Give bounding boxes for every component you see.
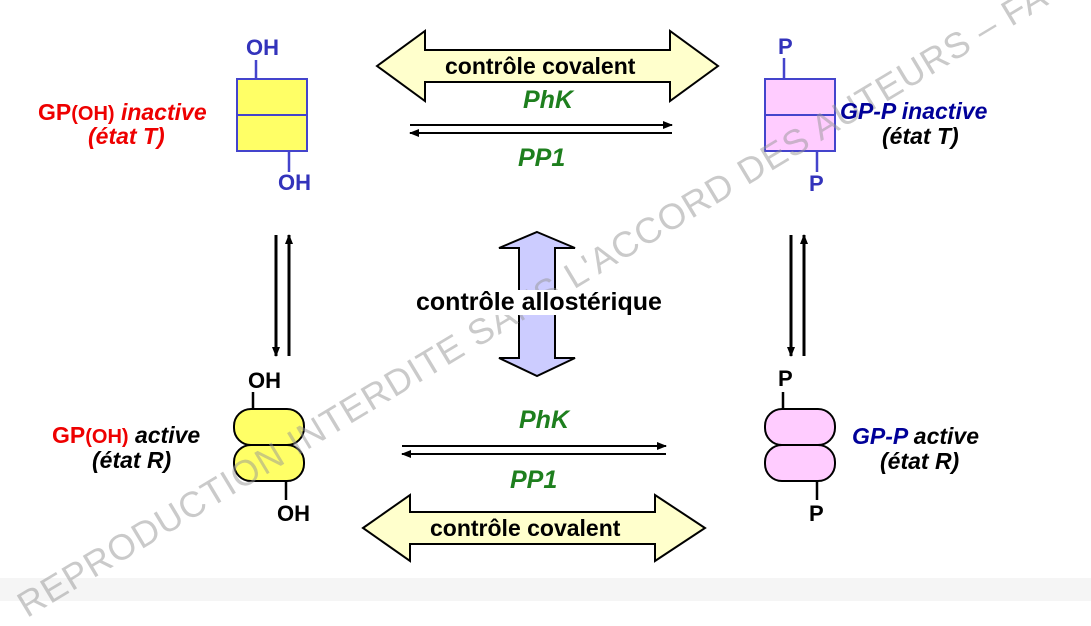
gp-oh-active-group: (OH) (85, 426, 129, 448)
pp1-label-top: PP1 (518, 144, 566, 172)
covalent-arrow-top (375, 29, 720, 103)
phk-label-bottom: PhK (519, 406, 569, 434)
gp-p-active-label: GP-P active (852, 425, 979, 448)
gp-oh-inactive-etat: (état T) (88, 123, 165, 149)
gp-p-inactive-etat: (état T) (882, 123, 959, 149)
gp-p-inactive-name: GP-P (840, 98, 896, 124)
gp-p-active-name: GP-P (852, 423, 908, 449)
gp-oh-inactive-label: GP(OH) inactive (38, 99, 207, 125)
p-group-top-inactive: P (778, 34, 793, 59)
gp-oh-inactive-state: inactive (120, 99, 207, 125)
footer-band (0, 578, 1091, 601)
gp-oh-active-state: active (134, 422, 201, 448)
gp-oh-active-shape (233, 392, 305, 500)
gp-oh-active-label: GP(OH) active (52, 422, 201, 448)
gp-oh-inactive-shape (236, 60, 308, 172)
oh-group-bottom-inactive: OH (278, 170, 311, 195)
gp-p-active-etat: (état R) (880, 448, 960, 474)
p-group-bottom-active: P (809, 501, 824, 526)
allosteric-control-label: contrôle allostérique (408, 290, 670, 315)
gp-p-inactive-label: GP-P inactive (840, 100, 987, 123)
oh-group-bottom-active: OH (277, 501, 310, 526)
phk-label-top: PhK (523, 86, 573, 114)
gp-p-active-shape (764, 392, 836, 500)
pp1-label-bottom: PP1 (510, 466, 558, 494)
covalent-control-label-top: contrôle covalent (445, 53, 636, 79)
covalent-control-label-bottom: contrôle covalent (430, 515, 621, 541)
p-group-bottom-inactive: P (809, 171, 824, 196)
covalent-arrow-bottom (361, 493, 707, 563)
gp-p-inactive-shape (764, 58, 836, 172)
gp-oh-inactive-name: GP (38, 99, 72, 125)
gp-oh-inactive-group: (OH) (71, 103, 115, 125)
gp-p-inactive-state: inactive (901, 98, 988, 124)
gp-oh-active-etat: (état R) (92, 447, 172, 473)
oh-group-top-inactive: OH (246, 35, 279, 60)
gp-oh-active-name: GP (52, 422, 86, 448)
p-group-top-active: P (778, 366, 793, 391)
oh-group-top-active: OH (248, 368, 281, 393)
gp-p-active-state: active (913, 423, 979, 449)
